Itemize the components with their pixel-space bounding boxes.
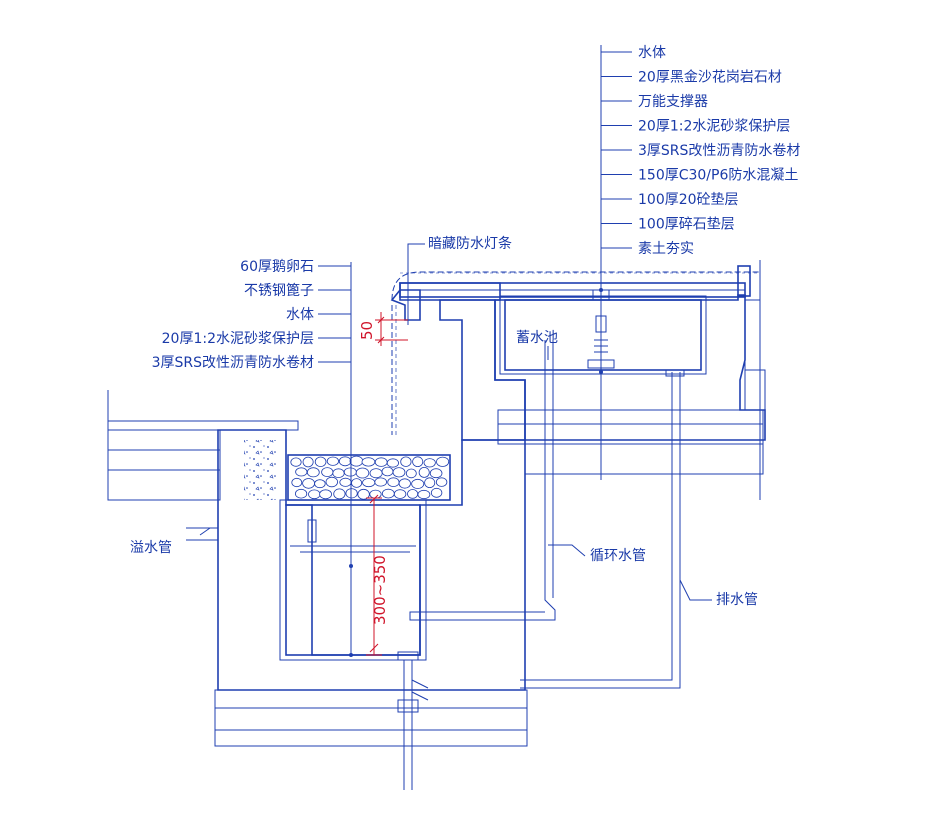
right-callout-label: 素土夯实 <box>638 241 694 257</box>
pebble <box>400 456 412 467</box>
pebble <box>290 457 302 467</box>
light-strip-label: 暗藏防水灯条 <box>428 235 512 252</box>
left-callout-label: 60厚鹅卵石 <box>240 258 314 275</box>
pebble <box>314 456 327 468</box>
right-callout-label: 水体 <box>638 45 666 61</box>
sump-bottom-layers <box>214 689 528 747</box>
left-callout-label: 20厚1:2水泥砂浆保护层 <box>162 331 314 347</box>
pebble <box>291 477 303 488</box>
pebble <box>381 466 394 477</box>
pebble <box>430 487 443 498</box>
pebble <box>374 477 388 487</box>
reservoir <box>399 260 766 500</box>
pebble <box>314 479 326 489</box>
pebble <box>429 468 443 479</box>
left-leader <box>349 262 353 657</box>
lip-gap-value: 50 <box>358 321 376 340</box>
pebble <box>435 477 448 487</box>
circulation-pipe-label: 循环水管 <box>590 548 646 564</box>
reservoir-label: 蓄水池 <box>516 330 558 346</box>
pebble <box>302 456 314 468</box>
pebble <box>351 478 363 488</box>
pebble <box>321 467 334 478</box>
pebble <box>424 477 436 489</box>
pebble <box>412 456 424 468</box>
pebble <box>411 478 425 489</box>
water-depth-dimension: 300~350 <box>366 494 389 656</box>
pebble <box>326 456 339 466</box>
right-callout-label: 3厚SRS改性沥青防水卷材 <box>638 143 800 159</box>
pebble <box>302 478 316 489</box>
left-paving <box>107 390 299 501</box>
light-strip-leader <box>407 243 425 325</box>
pebble <box>418 466 430 478</box>
pebble <box>369 468 383 479</box>
pebble <box>398 478 411 489</box>
pebble <box>374 457 388 467</box>
right-callout-label: 100厚碎石垫层 <box>638 217 735 233</box>
pebble <box>387 477 400 488</box>
pipes <box>307 340 685 790</box>
pebble <box>355 467 370 479</box>
pebble <box>392 467 406 478</box>
right-callout-label: 150厚C30/P6防水混凝土 <box>638 168 798 184</box>
overflow-pipe-label: 溢水管 <box>130 540 172 556</box>
pebble <box>361 457 376 467</box>
pebble <box>339 477 352 487</box>
lip-gap-dimension: 50 <box>358 312 408 346</box>
pebble <box>407 489 419 499</box>
pebble <box>294 488 308 499</box>
pebble <box>349 455 364 467</box>
sump-water-line <box>290 545 416 553</box>
water-depth-value: 300~350 <box>371 555 389 625</box>
pebble <box>338 456 352 467</box>
pebble <box>319 489 333 500</box>
right-callout-label: 万能支撑器 <box>638 94 708 110</box>
left-callout-label: 3厚SRS改性沥青防水卷材 <box>152 355 314 371</box>
pebble <box>357 488 370 500</box>
pebble <box>393 489 407 499</box>
pebble <box>423 458 436 468</box>
right-callout-label: 20厚1:2水泥砂浆保护层 <box>638 119 790 135</box>
right-leader <box>599 45 603 480</box>
pebble-layer <box>290 455 450 500</box>
pebble <box>306 467 320 478</box>
pebble <box>386 458 399 468</box>
left-callout-label: 不锈钢篦子 <box>244 283 314 299</box>
pebble <box>295 467 308 477</box>
pebble <box>381 488 395 499</box>
pebble <box>436 456 450 467</box>
right-callout-label: 20厚黑金沙花岗岩石材 <box>638 70 782 86</box>
pebble <box>362 478 376 488</box>
right-ground-layers <box>497 409 764 475</box>
pebble <box>332 468 345 479</box>
left-callout-label: 水体 <box>286 307 314 323</box>
pebble <box>345 488 358 499</box>
water-surface-line <box>391 271 760 301</box>
pebble <box>417 489 431 500</box>
pebble <box>405 468 417 479</box>
pebble <box>343 467 357 477</box>
drain-pipe-label: 排水管 <box>716 592 758 608</box>
pebble <box>325 476 339 488</box>
pebble <box>333 488 346 500</box>
pebble <box>308 489 321 500</box>
right-callout-label: 100厚20砼垫层 <box>638 192 739 208</box>
